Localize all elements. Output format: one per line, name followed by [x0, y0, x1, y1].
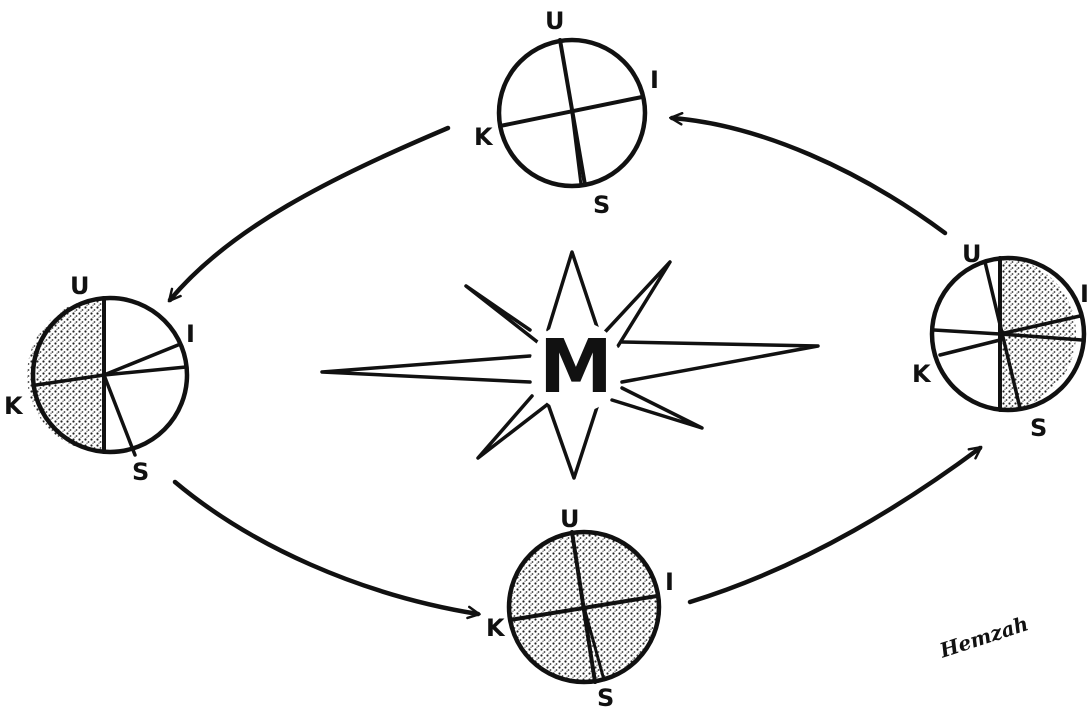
central-star: M: [322, 252, 818, 478]
phase-right-label-north: U: [962, 240, 982, 268]
phase-top-label-west: K: [474, 123, 494, 151]
phase-top: U I S K: [474, 7, 659, 219]
star-ray-south: [548, 404, 598, 478]
phase-top-label-east: I: [650, 66, 659, 94]
arrow-left-to-bottom: [175, 482, 478, 614]
star-ray-north: [548, 252, 598, 330]
phase-left-label-west: K: [4, 392, 24, 420]
phase-right-label-south: S: [1030, 414, 1047, 442]
star-ray-west: [322, 356, 530, 382]
phase-bottom-label-north: U: [560, 505, 580, 533]
arrow-right-to-top: [672, 118, 945, 233]
phase-bottom: U I S K: [486, 505, 674, 712]
phase-bottom-label-east: I: [665, 568, 674, 596]
phase-left-label-south: S: [132, 458, 149, 486]
phase-right-label-west: K: [912, 360, 932, 388]
phase-left-label-north: U: [70, 272, 90, 300]
phase-top-label-north: U: [545, 7, 565, 35]
center-emblem: M: [539, 324, 613, 410]
star-ray-east: [622, 342, 818, 382]
star-ray-northwest: [466, 286, 540, 344]
artist-signature: Hemzah: [936, 611, 1032, 662]
phase-bottom-label-south: S: [597, 684, 614, 712]
phase-left: U I S K: [4, 272, 195, 486]
arrow-top-to-left: [170, 128, 448, 300]
phase-right: U I S K: [912, 240, 1089, 442]
phase-top-label-south: S: [593, 191, 610, 219]
star-ray-southeast: [612, 388, 702, 428]
phase-left-label-east: I: [186, 320, 195, 348]
arrow-bottom-to-right: [690, 448, 980, 602]
phase-bottom-label-west: K: [486, 614, 506, 642]
phase-right-label-east: I: [1080, 280, 1089, 308]
star-ray-southwest: [478, 396, 548, 458]
star-ray-northeast: [605, 262, 670, 346]
